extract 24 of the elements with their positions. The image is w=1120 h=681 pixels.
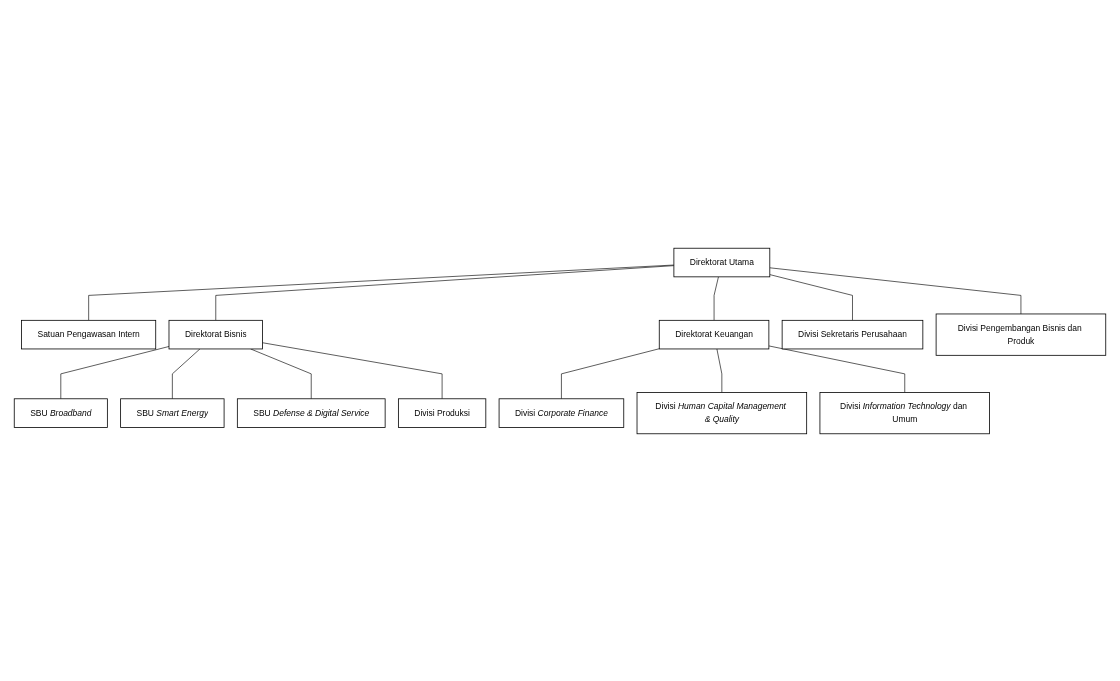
connector bbox=[60, 345, 170, 399]
node-box: Divisi Information Technology dan Umum bbox=[819, 391, 990, 434]
node-box: Satuan Pengawasan Intern bbox=[21, 319, 157, 349]
connector bbox=[262, 341, 443, 399]
connector bbox=[716, 348, 723, 393]
connector bbox=[561, 347, 660, 399]
node-box: Divisi Produksi bbox=[398, 397, 487, 428]
node-box: SBU Defense & Digital Service bbox=[236, 397, 386, 428]
node-box: SBU Smart Energy bbox=[120, 397, 225, 428]
node-box: Direktorat Bisnis bbox=[168, 319, 263, 349]
connector bbox=[172, 348, 201, 399]
connector bbox=[250, 348, 312, 399]
node-box: Divisi Corporate Finance bbox=[498, 397, 625, 428]
connector bbox=[768, 345, 906, 393]
node-box: Direktorat Keuangan bbox=[658, 319, 770, 349]
node-box: Direktorat Utama bbox=[673, 247, 771, 277]
connector bbox=[215, 264, 675, 321]
connector bbox=[713, 276, 719, 321]
node-box: Divisi Human Capital Management & Quality bbox=[636, 391, 808, 434]
node-box: Divisi Sekretaris Perusahaan bbox=[781, 319, 924, 349]
node-box: Divisi Pengembangan Bisnis dan Produk bbox=[935, 313, 1107, 356]
connector bbox=[88, 264, 675, 321]
connector bbox=[769, 273, 853, 321]
node-box: SBU Broadband bbox=[13, 397, 108, 428]
